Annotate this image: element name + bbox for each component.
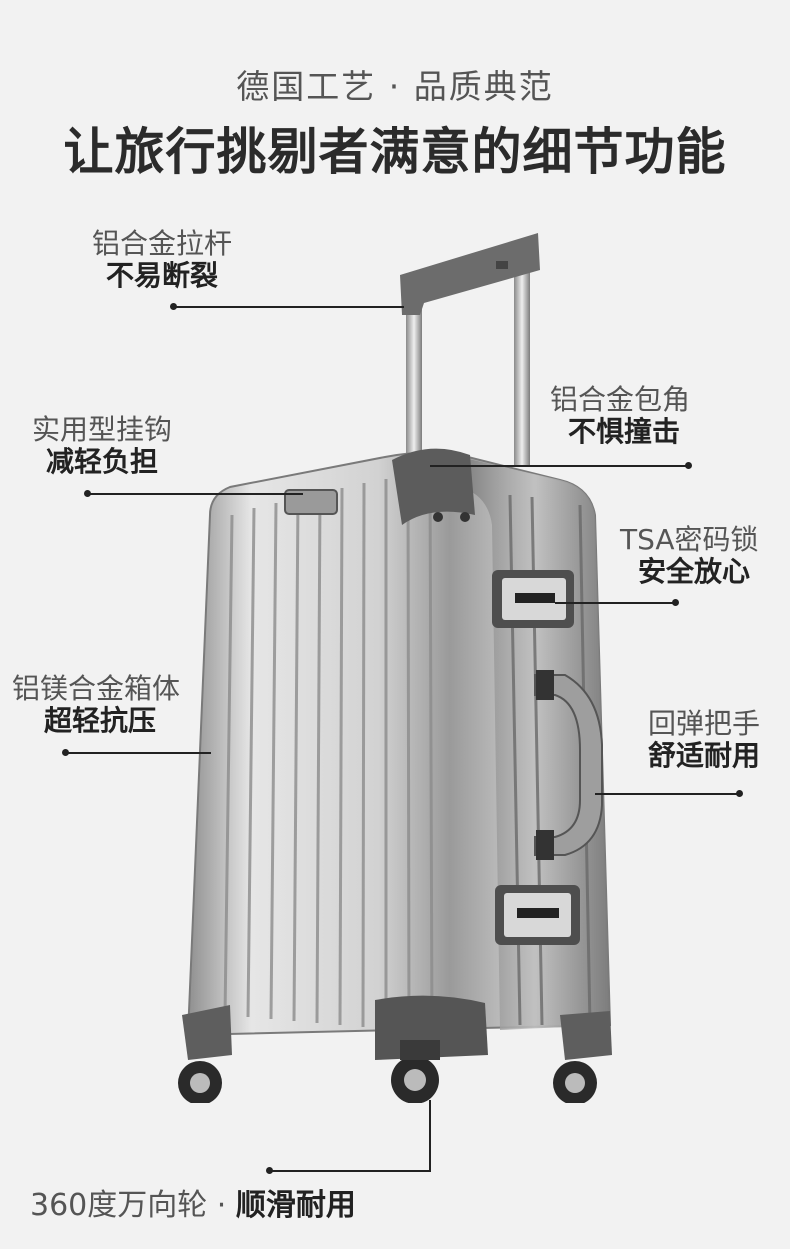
callout-dot: [736, 790, 743, 797]
feature-benefit: 不易断裂: [106, 259, 219, 293]
callout-line: [270, 1170, 431, 1172]
callout-hook: 实用型挂钩 减轻负担: [32, 413, 173, 479]
callout-lock: TSA密码锁 安全放心: [620, 523, 759, 589]
callout-dot: [62, 749, 69, 756]
feature-name: 回弹把手: [648, 707, 761, 740]
page-subtitle: 德国工艺 · 品质典范: [236, 67, 554, 106]
callout-corner: 铝合金包角 不惧撞击: [550, 383, 691, 449]
feature-name: 360度万向轮 ·: [30, 1188, 236, 1223]
callout-dot: [685, 462, 692, 469]
feature-name: 铝合金拉杆: [92, 227, 233, 260]
feature-benefit: 顺滑耐用: [235, 1188, 356, 1223]
callout-line: [66, 752, 211, 754]
callout-handle-bar: 铝合金拉杆 不易断裂: [92, 227, 233, 293]
callout-grip: 回弹把手 舒适耐用: [648, 707, 761, 773]
feature-benefit: 安全放心: [638, 555, 751, 589]
callout-line: [174, 306, 404, 308]
callout-line: [555, 602, 675, 604]
callout-line-vertical: [429, 1100, 431, 1172]
feature-name: 铝合金包角: [550, 383, 691, 416]
feature-name: 实用型挂钩: [32, 413, 173, 446]
page-title: 让旅行挑剔者满意的细节功能: [63, 123, 727, 181]
lock-top: [492, 570, 574, 628]
callout-dot: [266, 1167, 273, 1174]
callout-line: [430, 465, 688, 467]
lock-bottom: [495, 885, 580, 945]
feature-benefit: 减轻负担: [46, 445, 159, 479]
feature-benefit: 不惧撞击: [568, 415, 681, 449]
callout-wheels: 360度万向轮 · 顺滑耐用: [30, 1180, 356, 1224]
telescopic-handle: [400, 233, 540, 465]
callout-line: [595, 793, 740, 795]
wheels: [178, 1040, 597, 1105]
callout-dot: [170, 303, 177, 310]
callout-dot: [84, 490, 91, 497]
feature-benefit: 舒适耐用: [648, 739, 761, 773]
feature-benefit: 超轻抗压: [44, 704, 157, 738]
feature-name: 铝镁合金箱体: [12, 672, 181, 705]
callout-shell: 铝镁合金箱体 超轻抗压: [12, 672, 181, 738]
suitcase-illustration: [170, 233, 630, 1115]
feature-name: TSA密码锁: [620, 523, 759, 556]
callout-dot: [672, 599, 679, 606]
callout-line: [88, 493, 303, 495]
